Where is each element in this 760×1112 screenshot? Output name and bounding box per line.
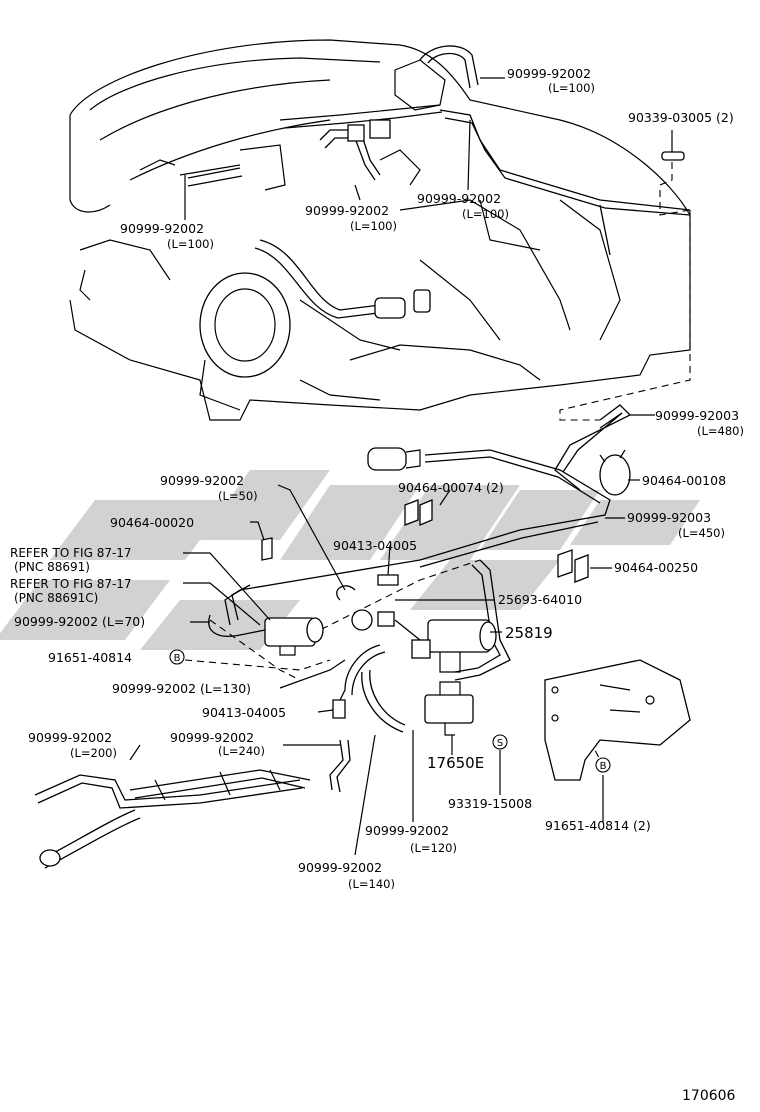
callout-28-sub: (L=120) xyxy=(410,841,457,855)
callout-10-part: 90999-92003 xyxy=(627,510,711,525)
callout-1-part: 90999-92002 xyxy=(507,66,591,81)
callout-22-part: 90999-92002 xyxy=(28,730,112,745)
vacuum-tank xyxy=(599,449,631,496)
figure-number: 170606 xyxy=(682,1088,736,1104)
callout-17-part: 90999-92002 (L=70) xyxy=(14,614,145,629)
callout-26-part: 93319-15008 xyxy=(448,796,532,811)
callout-30-sub: (L=140) xyxy=(348,877,395,891)
leader-lines xyxy=(129,77,673,856)
badge-b-right: B xyxy=(595,757,611,773)
engine-assembly xyxy=(69,39,691,421)
badge-b-left: B xyxy=(169,649,185,665)
connector-90339-03005 xyxy=(661,151,685,161)
callout-9-part: 90464-00074 (2) xyxy=(398,480,504,495)
badge-s: S xyxy=(492,734,508,750)
lower-left-tubing xyxy=(34,769,311,869)
callout-6-sub: (L=480) xyxy=(697,424,744,438)
badge-b-right-letter: B xyxy=(600,761,607,772)
vsv-left xyxy=(208,614,324,656)
callout-3-part: 90999-92002 xyxy=(305,203,389,218)
callout-4-part: 90999-92002 xyxy=(417,191,501,206)
vsv-25819 xyxy=(411,619,497,673)
mounting-bracket xyxy=(544,659,691,781)
hose-l50 xyxy=(336,585,356,601)
callout-14-part: REFER TO FIG 87-17 xyxy=(10,546,132,560)
callout-22-sub: (L=200) xyxy=(70,746,117,760)
tee-joint-upper xyxy=(377,574,399,586)
callout-4-sub: (L=100) xyxy=(462,207,509,221)
callout-7-part: 90464-00108 xyxy=(642,473,726,488)
callout-29-part: 91651-40814 (2) xyxy=(545,818,651,833)
engine-vacuum-lines xyxy=(187,45,691,319)
callout-24-part: 17650E xyxy=(427,754,484,772)
callout-6-part: 90999-92003 xyxy=(655,408,739,423)
callout-13-part: 90464-00250 xyxy=(614,560,698,575)
callout-16-part: 25693-64010 xyxy=(498,592,582,607)
callout-20-part: 90999-92002 (L=130) xyxy=(112,681,251,696)
callout-12-part: 90413-04005 xyxy=(333,538,417,553)
vsv-17650e xyxy=(424,681,474,736)
callout-8-part: 90999-92002 xyxy=(160,473,244,488)
callout-28-part: 90999-92002 xyxy=(365,823,449,838)
filter-element xyxy=(367,447,421,471)
vacuum-tube-bundle xyxy=(224,404,632,681)
hose-clamps xyxy=(261,499,589,583)
badge-b-left-letter: B xyxy=(174,653,181,664)
callout-23-sub: (L=240) xyxy=(218,744,265,758)
tee-joint-lower xyxy=(332,699,346,719)
callout-23-part: 90999-92002 xyxy=(170,730,254,745)
callout-5-part: 90999-92002 xyxy=(120,221,204,236)
middle-hoses xyxy=(329,644,406,793)
callout-8-sub: (L=50) xyxy=(218,489,258,503)
callout-11-part: 90464-00020 xyxy=(110,515,194,530)
callout-21-part: 90413-04005 xyxy=(202,705,286,720)
callout-3-sub: (L=100) xyxy=(350,219,397,233)
callout-14-sub: (PNC 88691) xyxy=(14,560,90,574)
callout-15-part: REFER TO FIG 87-17 xyxy=(10,577,132,591)
watermark xyxy=(0,470,700,650)
callout-5-sub: (L=100) xyxy=(167,237,214,251)
callout-15-sub: (PNC 88691C) xyxy=(14,591,98,605)
callout-19-part: 91651-40814 xyxy=(48,650,132,665)
callout-18-part: 25819 xyxy=(505,624,553,642)
callout-1-sub: (L=100) xyxy=(548,81,595,95)
callout-labels: 90999-92002 (L=100) 90339-03005 (2) 9099… xyxy=(10,66,744,891)
valve-25693-64010 xyxy=(351,609,421,641)
callout-30-part: 90999-92002 xyxy=(298,860,382,875)
callout-2-part: 90339-03005 (2) xyxy=(628,110,734,125)
callout-10-sub: (L=450) xyxy=(678,526,725,540)
badge-s-letter: S xyxy=(497,738,503,749)
